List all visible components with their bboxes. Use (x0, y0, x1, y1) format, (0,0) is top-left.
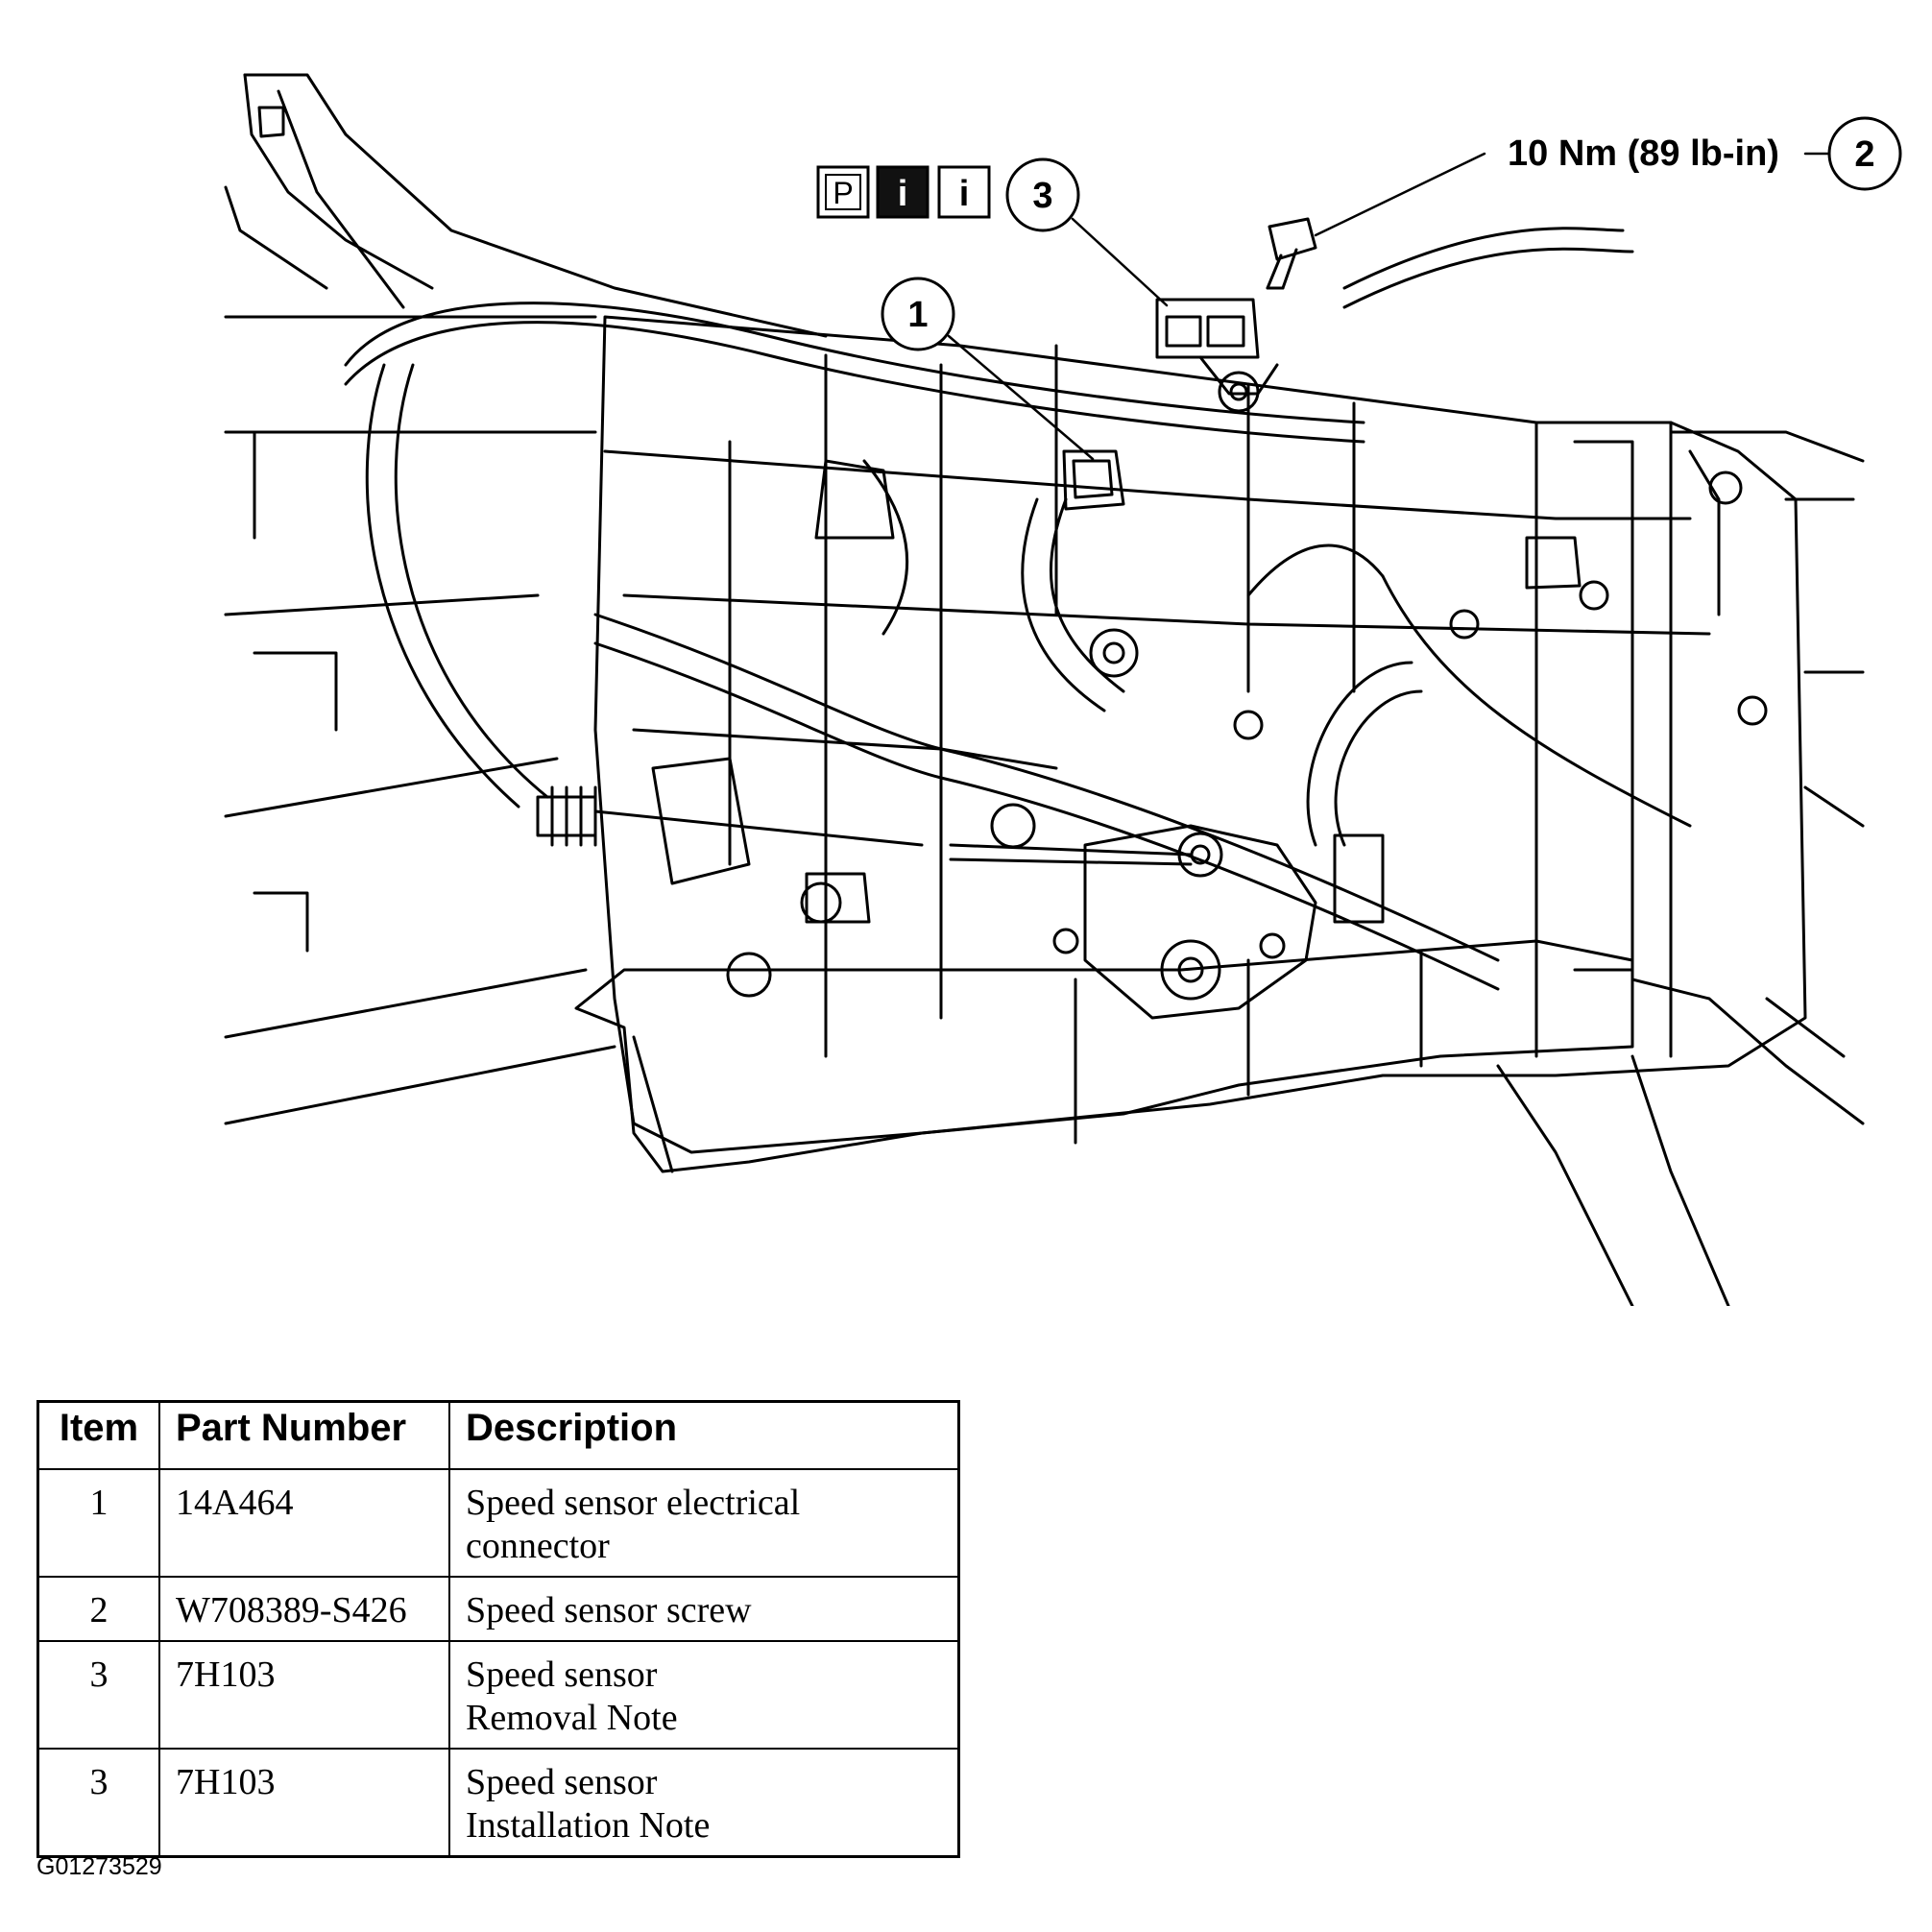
range-sensor (949, 824, 1317, 1020)
row-item: 1 (36, 1468, 160, 1578)
svg-text:2: 2 (1854, 134, 1874, 175)
frame-lines (224, 73, 828, 1125)
transfer-section (1496, 430, 1865, 1306)
shift-cable (536, 757, 1036, 998)
row-item: 2 (36, 1576, 160, 1642)
oil-pan (574, 939, 1634, 1173)
torque-label: 10 Nm (89 lb-in) (1508, 133, 1779, 174)
row-description-line2: connector (466, 1526, 610, 1566)
svg-text:1: 1 (907, 295, 928, 335)
svg-text:i: i (898, 174, 908, 214)
table-header-row: Item Part Number Description (36, 1400, 960, 1470)
wiring-harness (344, 227, 1692, 991)
row-description-line1: Speed sensor (466, 1762, 658, 1802)
icon-i-dark: i (876, 165, 930, 219)
icon-p: P (816, 165, 870, 219)
svg-text:i: i (959, 174, 970, 214)
parts-table: Item Part Number Description 1 14A464 Sp… (36, 1400, 960, 1858)
row-part-number: 7H103 (158, 1640, 450, 1750)
row-description: Speed sensor screw (448, 1576, 960, 1642)
svg-text:3: 3 (1032, 176, 1052, 216)
speed-sensor (1155, 298, 1279, 413)
row-item: 3 (36, 1640, 160, 1750)
row-description-line1: Speed sensor (466, 1654, 658, 1695)
header-description: Description (448, 1400, 960, 1470)
row-part-number: 14A464 (158, 1468, 450, 1578)
aux-connectors (814, 459, 1609, 924)
row-description-line2: Removal Note (466, 1698, 678, 1738)
row-description-line1: Speed sensor electrical (466, 1483, 801, 1523)
callout-2: 2 (1827, 116, 1902, 191)
row-part-number: W708389-S426 (158, 1576, 450, 1642)
row-part-number: 7H103 (158, 1748, 450, 1858)
transmission-diagram: 1 3 2 10 Nm (89 lb-in) P i i (224, 73, 1902, 1306)
header-item: Item (36, 1400, 160, 1470)
callout-3: 3 (1005, 157, 1080, 232)
leader-lines (947, 152, 1831, 461)
speed-sensor-screw (1266, 217, 1317, 290)
table-row: 2 W708389-S426 Speed sensor screw (36, 1576, 960, 1642)
row-description-line2: Installation Note (466, 1805, 711, 1846)
figure-id: G01273529 (36, 1853, 162, 1880)
electrical-connector (1062, 449, 1125, 511)
row-item: 3 (36, 1748, 160, 1858)
transmission-case (593, 315, 1807, 1154)
icon-i-light: i (937, 165, 991, 219)
header-part-number: Part Number (158, 1400, 450, 1470)
svg-text:P: P (833, 176, 853, 210)
row-description-line1: Speed sensor screw (466, 1590, 752, 1630)
callout-1: 1 (881, 277, 955, 351)
